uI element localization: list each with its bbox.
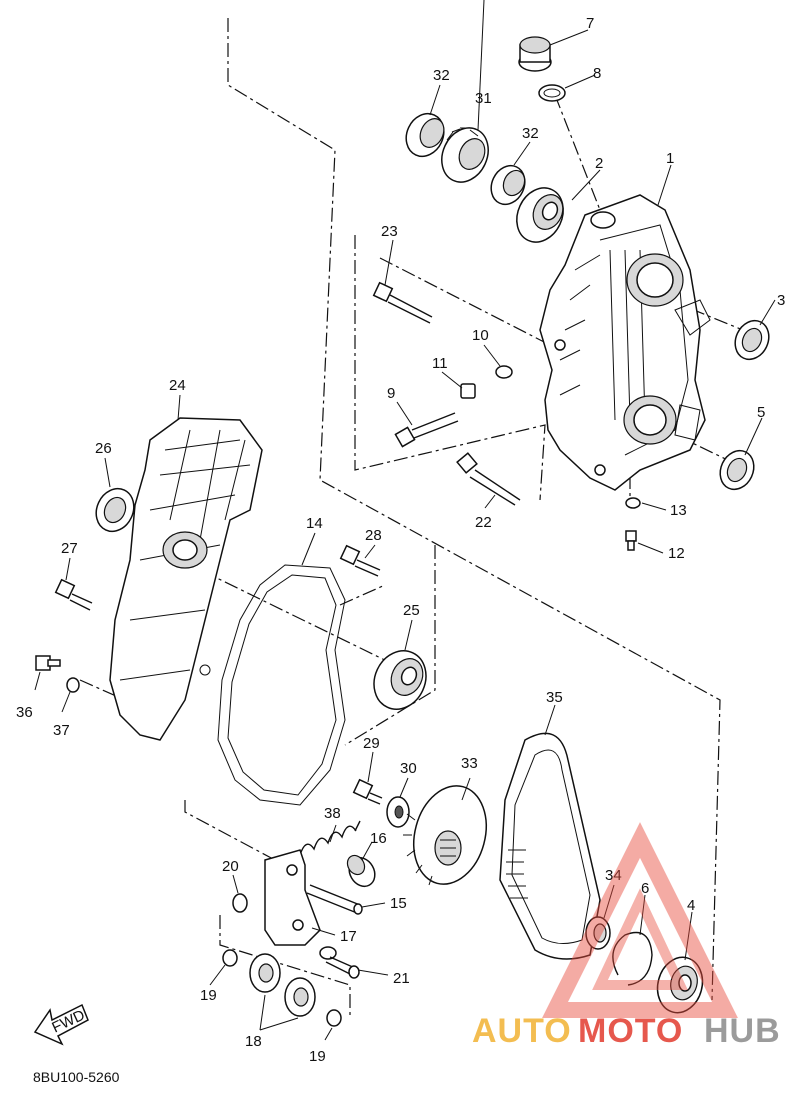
callout-2: 2 bbox=[595, 155, 603, 172]
diagram-code: 8BU100-5260 bbox=[33, 1069, 120, 1085]
callout-19-left: 19 bbox=[200, 987, 217, 1004]
callout-29: 29 bbox=[363, 735, 380, 752]
callout-7: 7 bbox=[586, 15, 594, 32]
callout-10: 10 bbox=[472, 327, 489, 344]
bolt-28 bbox=[339, 544, 381, 577]
callout-19-right: 19 bbox=[309, 1048, 326, 1065]
callout-25: 25 bbox=[403, 602, 420, 619]
clip-20 bbox=[232, 893, 248, 913]
callout-32-left: 32 bbox=[433, 67, 450, 84]
o-ring-8-inner bbox=[543, 88, 561, 98]
bolt-27 bbox=[54, 578, 93, 611]
callout-21: 21 bbox=[393, 970, 410, 987]
oil-seal-3 bbox=[734, 319, 770, 361]
callout-6: 6 bbox=[641, 880, 649, 897]
oil-seal-5 bbox=[719, 449, 755, 491]
plug-7 bbox=[518, 36, 552, 72]
callout-38: 38 bbox=[324, 805, 341, 822]
callout-leader-lines bbox=[34, 0, 776, 1041]
bolt-29 bbox=[352, 778, 383, 805]
callout-13: 13 bbox=[670, 502, 687, 519]
sprocket-33 bbox=[403, 785, 487, 886]
bolt-36 bbox=[35, 655, 61, 671]
callout-18: 18 bbox=[245, 1033, 262, 1050]
callout-20: 20 bbox=[222, 858, 239, 875]
oil-seal-26 bbox=[95, 487, 135, 533]
callout-14: 14 bbox=[306, 515, 323, 532]
bracket-17 bbox=[264, 849, 321, 946]
callout-32-right: 32 bbox=[522, 125, 539, 142]
bearing-25 bbox=[373, 650, 427, 710]
circlip-6 bbox=[612, 931, 653, 986]
bearing-2 bbox=[516, 187, 564, 243]
gear-31 bbox=[441, 127, 489, 183]
bushing-32-right bbox=[490, 164, 526, 206]
callout-17: 17 bbox=[340, 928, 357, 945]
callout-11: 11 bbox=[432, 355, 448, 372]
collar-16 bbox=[346, 854, 376, 888]
bearing-4 bbox=[656, 956, 704, 1014]
washer-19-right bbox=[326, 1009, 342, 1027]
o-ring-8 bbox=[538, 84, 566, 102]
pin-21 bbox=[319, 946, 360, 979]
bushing-32-left bbox=[405, 112, 445, 158]
callout-9: 9 bbox=[387, 385, 395, 402]
watermark-auto: AUTO bbox=[472, 1012, 572, 1050]
screw-12 bbox=[625, 530, 637, 551]
callout-12: 12 bbox=[668, 545, 685, 562]
bolt-9 bbox=[394, 412, 459, 448]
callout-30: 30 bbox=[400, 760, 417, 777]
callout-28: 28 bbox=[365, 527, 382, 544]
gasket-14 bbox=[217, 564, 346, 806]
washer-13 bbox=[625, 497, 641, 509]
watermark-moto: MOTO bbox=[578, 1012, 683, 1050]
chain-case-cover bbox=[109, 417, 263, 741]
callout-15: 15 bbox=[390, 895, 407, 912]
callout-numbers: 1 2 3 4 5 6 7 8 9 10 11 12 13 14 15 16 1… bbox=[16, 15, 785, 1065]
callout-31: 31 bbox=[475, 90, 492, 107]
bolt-22 bbox=[456, 452, 521, 506]
watermark-hub: HUB bbox=[704, 1012, 781, 1050]
automotohub-watermark: AUTO MOTO HUB bbox=[472, 822, 781, 1050]
callout-33: 33 bbox=[461, 755, 478, 772]
washer-19-left bbox=[222, 949, 238, 967]
watermark-triangle-logo bbox=[542, 822, 738, 1018]
callout-24: 24 bbox=[169, 377, 186, 394]
callout-1: 1 bbox=[666, 150, 674, 167]
callout-36: 36 bbox=[16, 704, 33, 721]
callout-27: 27 bbox=[61, 540, 78, 557]
callout-5: 5 bbox=[757, 404, 765, 421]
callout-8: 8 bbox=[593, 65, 601, 82]
callout-22: 22 bbox=[475, 514, 492, 531]
callout-35: 35 bbox=[546, 689, 563, 706]
callout-23: 23 bbox=[381, 223, 398, 240]
shaft-15 bbox=[306, 884, 363, 915]
callout-16: 16 bbox=[370, 830, 387, 847]
callout-34: 34 bbox=[605, 867, 622, 884]
nut-11 bbox=[460, 383, 476, 399]
transmission-case bbox=[539, 194, 711, 491]
rollers-18 bbox=[249, 953, 316, 1017]
callout-3: 3 bbox=[777, 292, 785, 309]
washer-10 bbox=[495, 365, 513, 379]
callout-37: 37 bbox=[53, 722, 70, 739]
chain-35 bbox=[499, 732, 601, 960]
bolt-23 bbox=[372, 281, 433, 324]
callout-4: 4 bbox=[687, 897, 695, 914]
washer-37 bbox=[66, 677, 80, 693]
forward-direction-arrow: FWD bbox=[33, 1003, 89, 1046]
callout-26: 26 bbox=[95, 440, 112, 457]
